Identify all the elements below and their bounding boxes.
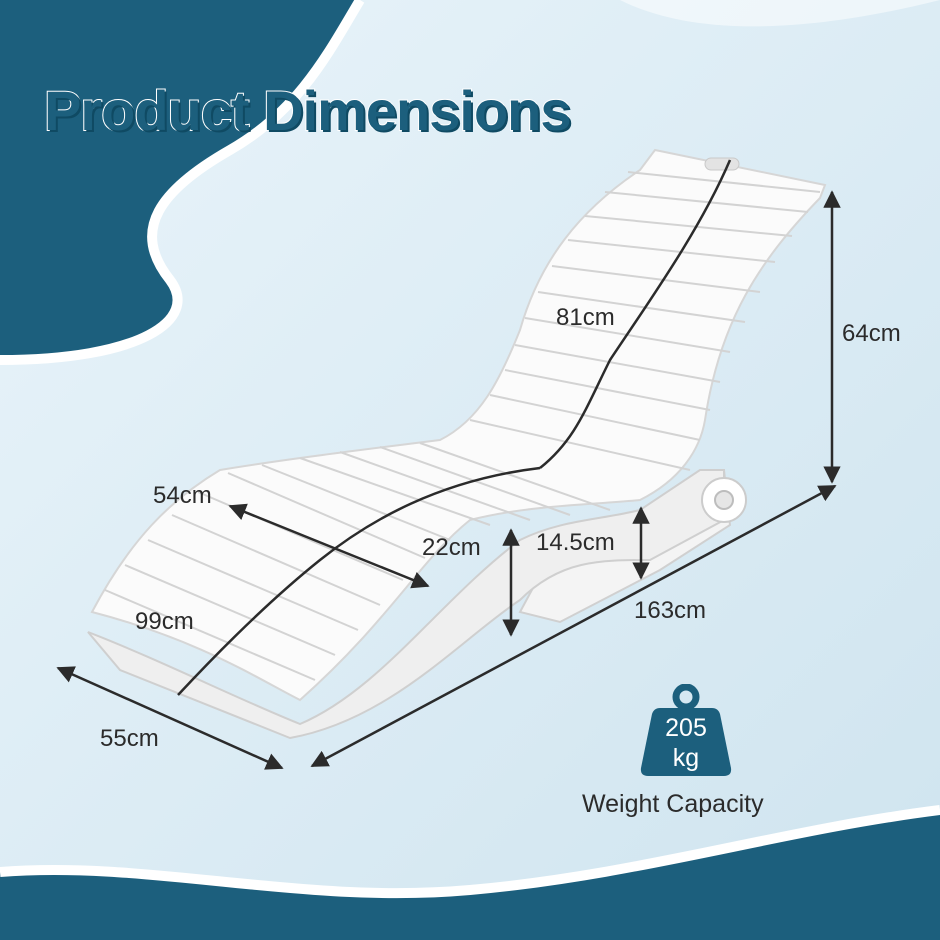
total-length-line: [310, 484, 837, 768]
backrest-length-label: 81cm: [556, 304, 615, 331]
weight-capacity-label: Weight Capacity: [582, 790, 764, 818]
width-line: [56, 666, 284, 770]
seat-height-label: 22cm: [422, 534, 481, 561]
weight-value: 205: [665, 714, 707, 742]
height-label: 64cm: [842, 320, 901, 347]
width-label: 55cm: [100, 725, 159, 752]
seat-width-line: [228, 503, 430, 589]
seat-length-label: 99cm: [135, 608, 194, 635]
weight-unit: kg: [672, 744, 700, 772]
page-title: Product Dimensions: [43, 78, 573, 143]
front-height-label: 14.5cm: [536, 529, 615, 556]
bottom-wave: [0, 810, 940, 940]
backrest-length-line: [539, 159, 732, 469]
total-length-label: 163cm: [634, 597, 707, 624]
seat-width-label: 54cm: [153, 482, 212, 509]
weight-icon: [640, 684, 732, 776]
